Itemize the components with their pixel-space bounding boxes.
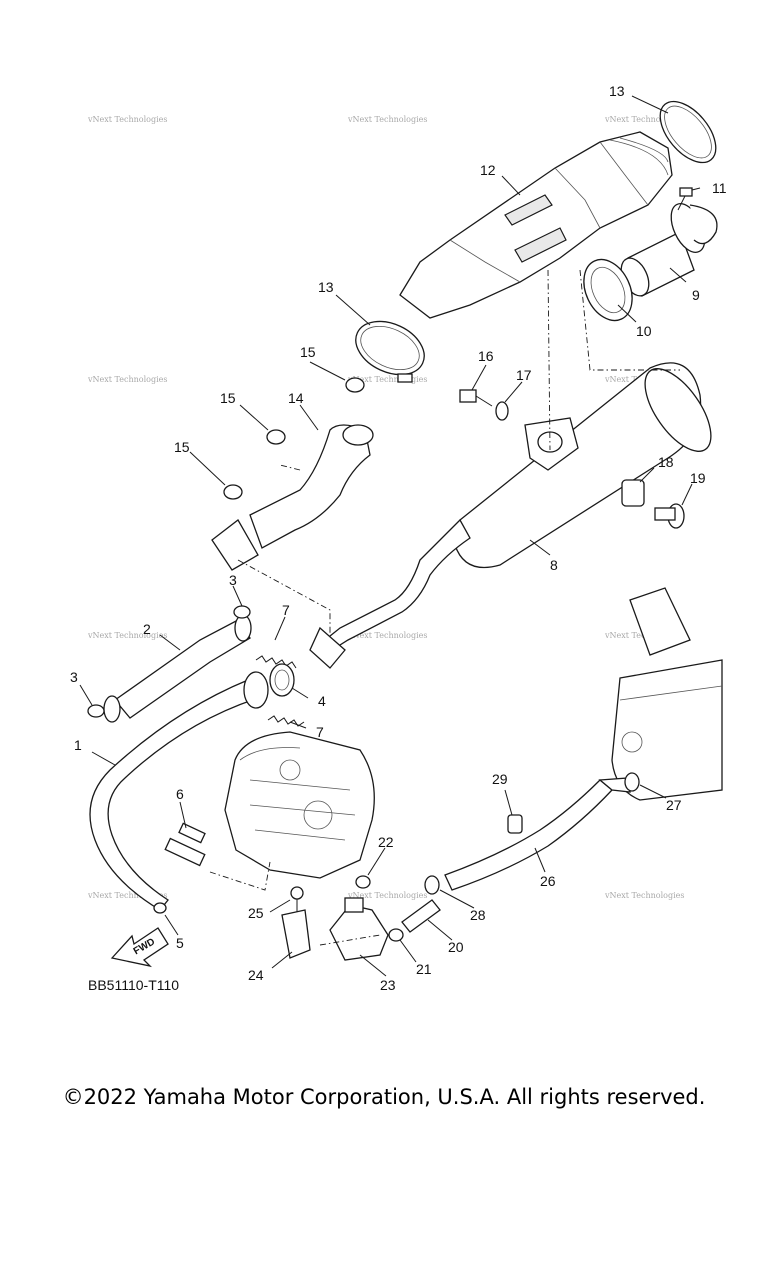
clamp-band-upper: [659, 100, 717, 164]
muffler: [454, 362, 712, 569]
muffler-inlet-pipe: [309, 518, 471, 669]
callout-15-top: 15: [300, 344, 316, 360]
bolt-16: [459, 389, 493, 407]
hose-26: [444, 777, 631, 891]
callout-24: 24: [248, 967, 264, 983]
clamp-band-middle: [355, 320, 425, 383]
callout-5: 5: [176, 935, 184, 951]
callout-4: 4: [318, 693, 326, 709]
clamp-29: [507, 814, 523, 834]
resonator: [103, 614, 252, 723]
callout-26: 26: [540, 873, 556, 889]
watermark: vNext Technologies: [604, 891, 684, 900]
watermark: vNext Technologies: [347, 115, 427, 124]
callout-12: 12: [480, 162, 496, 178]
washer-17: [495, 401, 509, 421]
callout-15-low: 15: [174, 439, 190, 455]
callout-13-mid: 13: [318, 279, 334, 295]
bracket-24: [281, 909, 311, 959]
watermark: vNext Technologies: [87, 375, 167, 384]
assembly-lines: [209, 269, 680, 946]
callout-25: 25: [248, 905, 264, 921]
callout-1: 1: [74, 737, 82, 753]
callout-9: 9: [692, 287, 700, 303]
callout-28: 28: [470, 907, 486, 923]
callout-2: 2: [143, 621, 151, 637]
watermark: vNext Technologies: [604, 115, 684, 124]
callout-19: 19: [690, 470, 706, 486]
callout-14: 14: [288, 390, 304, 406]
callout-13: 13: [609, 83, 625, 99]
clamp-21: [388, 928, 404, 942]
callout-8: 8: [550, 557, 558, 573]
callout-3-low: 3: [70, 669, 78, 685]
clamp-27: [624, 772, 640, 792]
watermark: vNext Technologies: [87, 115, 167, 124]
watermarks: vNext Technologies vNext Technologies vN…: [87, 115, 684, 900]
callout-10: 10: [636, 323, 652, 339]
callout-27: 27: [666, 797, 682, 813]
air-cut-valve-23: [329, 897, 389, 961]
damper-18: [621, 479, 645, 507]
flange-6: [164, 822, 206, 867]
copyright-notice: ©2022 Yamaha Motor Corporation, U.S.A. A…: [62, 1085, 706, 1109]
watermark: vNext Technologies: [347, 631, 427, 640]
drawing-code: BB51110-T110: [88, 977, 179, 993]
callout-18: 18: [658, 454, 674, 470]
hose-20: [401, 899, 441, 933]
clamp-28: [424, 875, 440, 895]
air-box: [611, 587, 723, 801]
clamps-3: [87, 605, 251, 718]
callout-7-top: 7: [282, 602, 290, 618]
gasket-ring: [583, 258, 633, 322]
callout-17: 17: [516, 367, 532, 383]
callout-22: 22: [378, 834, 394, 850]
clamp-5: [153, 902, 167, 914]
gasket-4: [269, 663, 295, 697]
watermark: vNext Technologies: [347, 375, 427, 384]
spring-upper: [255, 655, 297, 669]
watermark: vNext Technologies: [87, 631, 167, 640]
callout-6: 6: [176, 786, 184, 802]
callout-29: 29: [492, 771, 508, 787]
collar-19: [654, 503, 685, 529]
callout-21: 21: [416, 961, 432, 977]
callout-labels: 13 11 12 9 10 13 15 14 15 15 16 17 18 19…: [70, 83, 727, 993]
callout-11: 11: [712, 180, 727, 196]
exhaust-pipe: [89, 671, 269, 911]
clamp-22: [355, 875, 371, 889]
callout-23: 23: [380, 977, 396, 993]
callout-15-mid: 15: [220, 390, 236, 406]
exhaust-parts-diagram: vNext Technologies vNext Technologies vN…: [70, 83, 727, 993]
joint-pipe: [211, 424, 374, 571]
bolt-25: [290, 886, 304, 912]
leader-lines: [79, 95, 701, 977]
callout-7-low: 7: [316, 724, 324, 740]
callout-16: 16: [478, 348, 494, 364]
clamps-15: [223, 377, 365, 500]
fwd-arrow-icon: FWD: [110, 927, 169, 968]
watermark: vNext Technologies: [347, 891, 427, 900]
watermark: vNext Technologies: [87, 891, 167, 900]
heat-shield-cover: [399, 131, 673, 319]
engine-block: [224, 731, 375, 879]
callout-3-top: 3: [229, 572, 237, 588]
spring-lower: [267, 715, 305, 727]
callout-20: 20: [448, 939, 464, 955]
bolt-11: [677, 187, 693, 211]
